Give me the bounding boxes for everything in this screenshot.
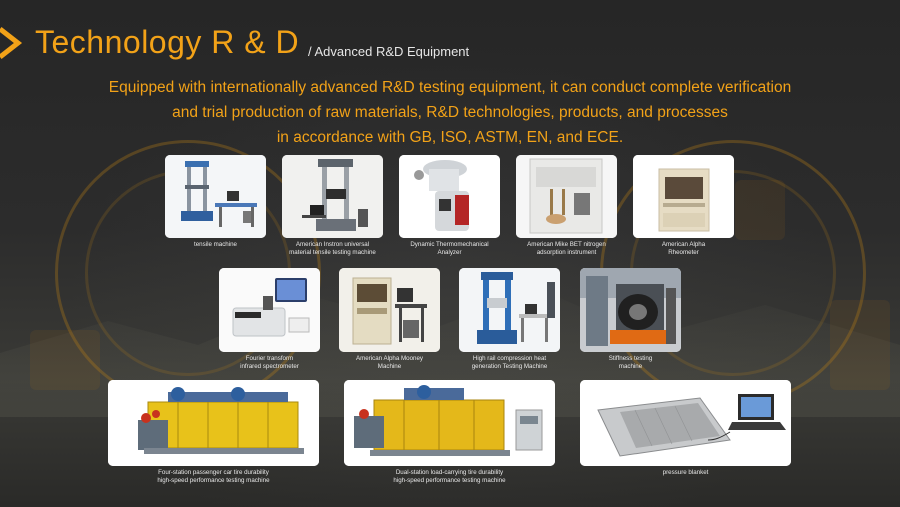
- equipment-card-mooney[interactable]: American Alpha Mooney Machine: [339, 268, 440, 371]
- equipment-caption: pressure blanket: [662, 469, 709, 476]
- equipment-caption: Dual-station load-carrying tire durabili…: [393, 469, 506, 484]
- equipment-card-bet[interactable]: American Mike BET nitrogen adsorption in…: [516, 155, 617, 257]
- page-title: Technology R & D: [35, 24, 300, 60]
- equipment-card-rheometer[interactable]: American Alpha Rheometer: [633, 155, 734, 257]
- equipment-card-ftir[interactable]: Fourier transform infrared spectrometer: [219, 268, 320, 371]
- equipment-caption: High rail compression heat generation Te…: [471, 355, 548, 370]
- analyzer-image: [399, 155, 500, 238]
- equipment-caption: tensile machine: [194, 241, 237, 248]
- four-station-machine-image: [108, 380, 319, 466]
- equipment-image: [633, 155, 734, 238]
- equipment-card-compression[interactable]: High rail compression heat generation Te…: [459, 268, 560, 371]
- equipment-image: [344, 380, 555, 466]
- stiffness-machine-image: [580, 268, 681, 352]
- equipment-caption: Fourier transform infrared spectrometer: [240, 355, 299, 370]
- instron-machine-image: [282, 155, 383, 238]
- play-arrow-icon: [0, 27, 23, 59]
- intro-line: Equipped with internationally advanced R…: [108, 79, 792, 96]
- equipment-card-dual-station[interactable]: Dual-station load-carrying tire durabili…: [344, 380, 555, 485]
- pressure-blanket-image: [580, 380, 791, 466]
- equipment-card-stiffness[interactable]: Stiffness testing machine: [580, 268, 681, 371]
- equipment-image: [282, 155, 383, 238]
- equipment-image: [516, 155, 617, 238]
- equipment-caption: American Alpha Mooney Machine: [355, 355, 424, 370]
- intro-line: and trial production of raw materials, R…: [172, 104, 728, 121]
- dual-station-machine-image: [344, 380, 555, 466]
- page-subtitle: / Advanced R&D Equipment: [308, 44, 470, 59]
- equipment-image: [165, 155, 266, 238]
- equipment-image: [459, 268, 560, 352]
- decor-glow: [830, 300, 890, 390]
- mooney-machine-image: [339, 268, 440, 352]
- equipment-card-instron[interactable]: American Instron universal material tens…: [282, 155, 383, 257]
- equipment-card-dma[interactable]: Dynamic Thermomechanical Analyzer: [399, 155, 500, 257]
- rheometer-image: [633, 155, 734, 238]
- equipment-caption: Stiffness testing machine: [608, 355, 653, 370]
- tensile-machine-image: [165, 155, 266, 238]
- equipment-image: [399, 155, 500, 238]
- equipment-card-four-station[interactable]: Four-station passenger car tire durabili…: [108, 380, 319, 485]
- intro-line: in accordance with GB, ISO, ASTM, EN, an…: [276, 129, 624, 146]
- equipment-image: [580, 268, 681, 352]
- compression-machine-image: [459, 268, 560, 352]
- equipment-caption: American Instron universal material tens…: [289, 241, 376, 256]
- intro-text: Equipped with internationally advanced R…: [0, 75, 900, 150]
- decor-glow: [735, 180, 785, 240]
- equipment-caption: Dynamic Thermomechanical Analyzer: [410, 241, 489, 256]
- spectrometer-image: [219, 268, 320, 352]
- equipment-card-tensile-machine[interactable]: tensile machine: [165, 155, 266, 249]
- equipment-caption: Four-station passenger car tire durabili…: [157, 469, 270, 484]
- bet-instrument-image: [516, 155, 617, 238]
- equipment-image: [339, 268, 440, 352]
- equipment-image: [108, 380, 319, 466]
- equipment-caption: American Alpha Rheometer: [661, 241, 706, 256]
- decor-glow: [30, 330, 100, 390]
- equipment-image: [580, 380, 791, 466]
- equipment-card-pressure-blanket[interactable]: pressure blanket: [580, 380, 791, 477]
- equipment-image: [219, 268, 320, 352]
- equipment-caption: American Mike BET nitrogen adsorption in…: [527, 241, 606, 256]
